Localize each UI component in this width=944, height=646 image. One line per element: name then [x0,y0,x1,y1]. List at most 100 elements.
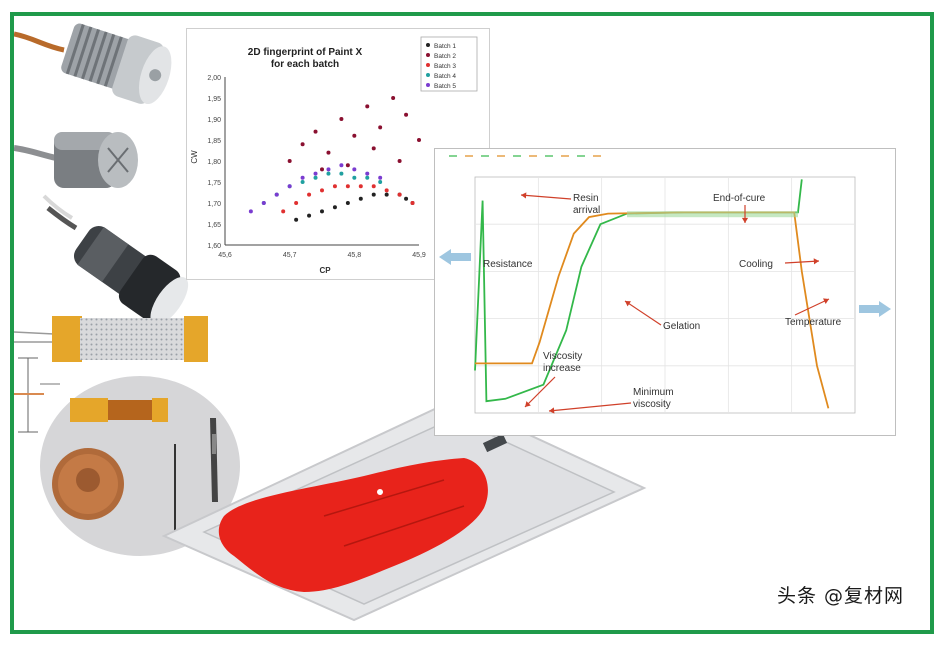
scatter-point [371,192,376,197]
temperature-curve [475,211,830,409]
penny-panel [14,374,244,556]
legend-marker [426,83,430,87]
scale-marks [14,352,44,442]
scatter-point [261,201,266,205]
legend-marker [426,53,430,57]
scatter-point [352,167,357,172]
anno-resin-arrival-1: Resin [573,193,599,204]
scatter-point [397,192,402,197]
scatter-title-line1: 2D fingerprint of Paint X [248,47,363,58]
scatter-ylabel: CW [190,150,199,164]
legend-label: Batch 5 [434,83,456,90]
scatter-point [352,133,357,138]
scatter-point [339,163,344,168]
scatter-point [320,167,324,172]
scatter-point [332,184,337,189]
scatter-point [365,104,370,109]
sensor-probe-icon [14,188,204,328]
anno-viscosity-1: Viscosity [543,351,582,362]
arrow-viscosity-head [525,401,531,407]
scatter-point [404,196,409,201]
legend-label: Batch 4 [434,73,456,80]
scatter-xtick-label: 45,8 [348,252,362,259]
scatter-point [294,201,299,205]
scatter-ytick-label: 2,00 [207,75,221,82]
arrow-temperature [794,298,830,316]
scatter-xtick-label: 45,7 [283,252,297,259]
scatter-ytick-label: 1,70 [207,201,221,208]
sensor-cross-icon [14,118,184,208]
scatter-point [326,171,331,176]
legend-marker [426,43,430,47]
scatter-point [320,209,324,214]
scatter-chart: 2D fingerprint of Paint X for each batch… [190,36,478,275]
scatter-title-line2: for each batch [271,59,339,70]
legend-marker [426,73,430,77]
scatter-point [287,184,292,189]
sensor-threaded-icon [14,16,184,116]
scatter-point [391,96,396,100]
scatter-point [300,180,305,184]
legend-label: Batch 3 [434,63,456,70]
scatter-point [320,188,324,193]
arrow-gelation-head [625,301,631,307]
scatter-point [378,175,383,180]
scatter-ytick-label: 1,90 [207,117,221,124]
molded-part-illustration [144,396,654,622]
scatter-point [410,201,415,205]
scatter-xtick-label: 45,9 [412,252,426,259]
scatter-point [300,142,305,147]
scatter-point [313,171,318,176]
arrow-minimum [548,402,632,412]
scatter-point [300,175,305,180]
scatter-point [332,205,337,210]
scatter-point [326,150,331,155]
scatter-point [326,167,331,172]
arrow-cooling [784,260,820,264]
scatter-point [378,125,383,130]
scatter-point [307,192,312,197]
scatter-point [371,184,376,189]
scatter-point [417,138,421,142]
scatter-point [339,117,344,121]
right-arrow-icon [859,301,891,317]
anno-minimum-2: viscosity [633,399,671,410]
legend-label: Batch 1 [434,43,456,50]
anno-cooling: Cooling [739,259,773,270]
scatter-xtick-label: 45,6 [218,252,232,259]
anno-end-of-cure: End-of-cure [713,193,766,204]
scatter-point [378,180,383,184]
scatter-point [287,159,292,163]
scatter-point [397,159,402,163]
figure-frame: 2D fingerprint of Paint X for each batch… [10,12,934,634]
scatter-point [371,146,376,151]
scatter-ytick-label: 1,75 [207,180,221,187]
arrow-resin-arrival [520,194,572,200]
scatter-point [358,196,363,201]
scatter-point [404,112,409,117]
sensor-strain-gauge-icon [14,312,214,374]
scatter-point [365,171,370,176]
arrow-temperature-head [823,298,829,304]
scatter-point [358,184,363,189]
scatter-point [345,184,350,189]
arrow-resin-arrival-head [521,192,527,199]
legend-marker [426,63,430,67]
scatter-point [345,163,350,168]
scatter-point [345,201,350,205]
anno-resin-arrival-2: arrival [573,205,600,216]
arrow-minimum-head [549,407,555,414]
watermark: 头条 @复材网 [776,585,904,607]
anno-minimum-1: Minimum [633,387,674,398]
scatter-point [307,213,312,218]
scatter-point [294,217,299,222]
cure-plateau-band [627,211,798,218]
scatter-point [384,192,389,197]
scatter-point [248,209,253,214]
anno-temperature: Temperature [785,317,842,328]
scatter-point [313,175,318,180]
arrow-viscosity [524,376,556,408]
scatter-chart-panel: 2D fingerprint of Paint X for each batch… [186,28,490,280]
scatter-ytick-label: 1,65 [207,222,221,229]
